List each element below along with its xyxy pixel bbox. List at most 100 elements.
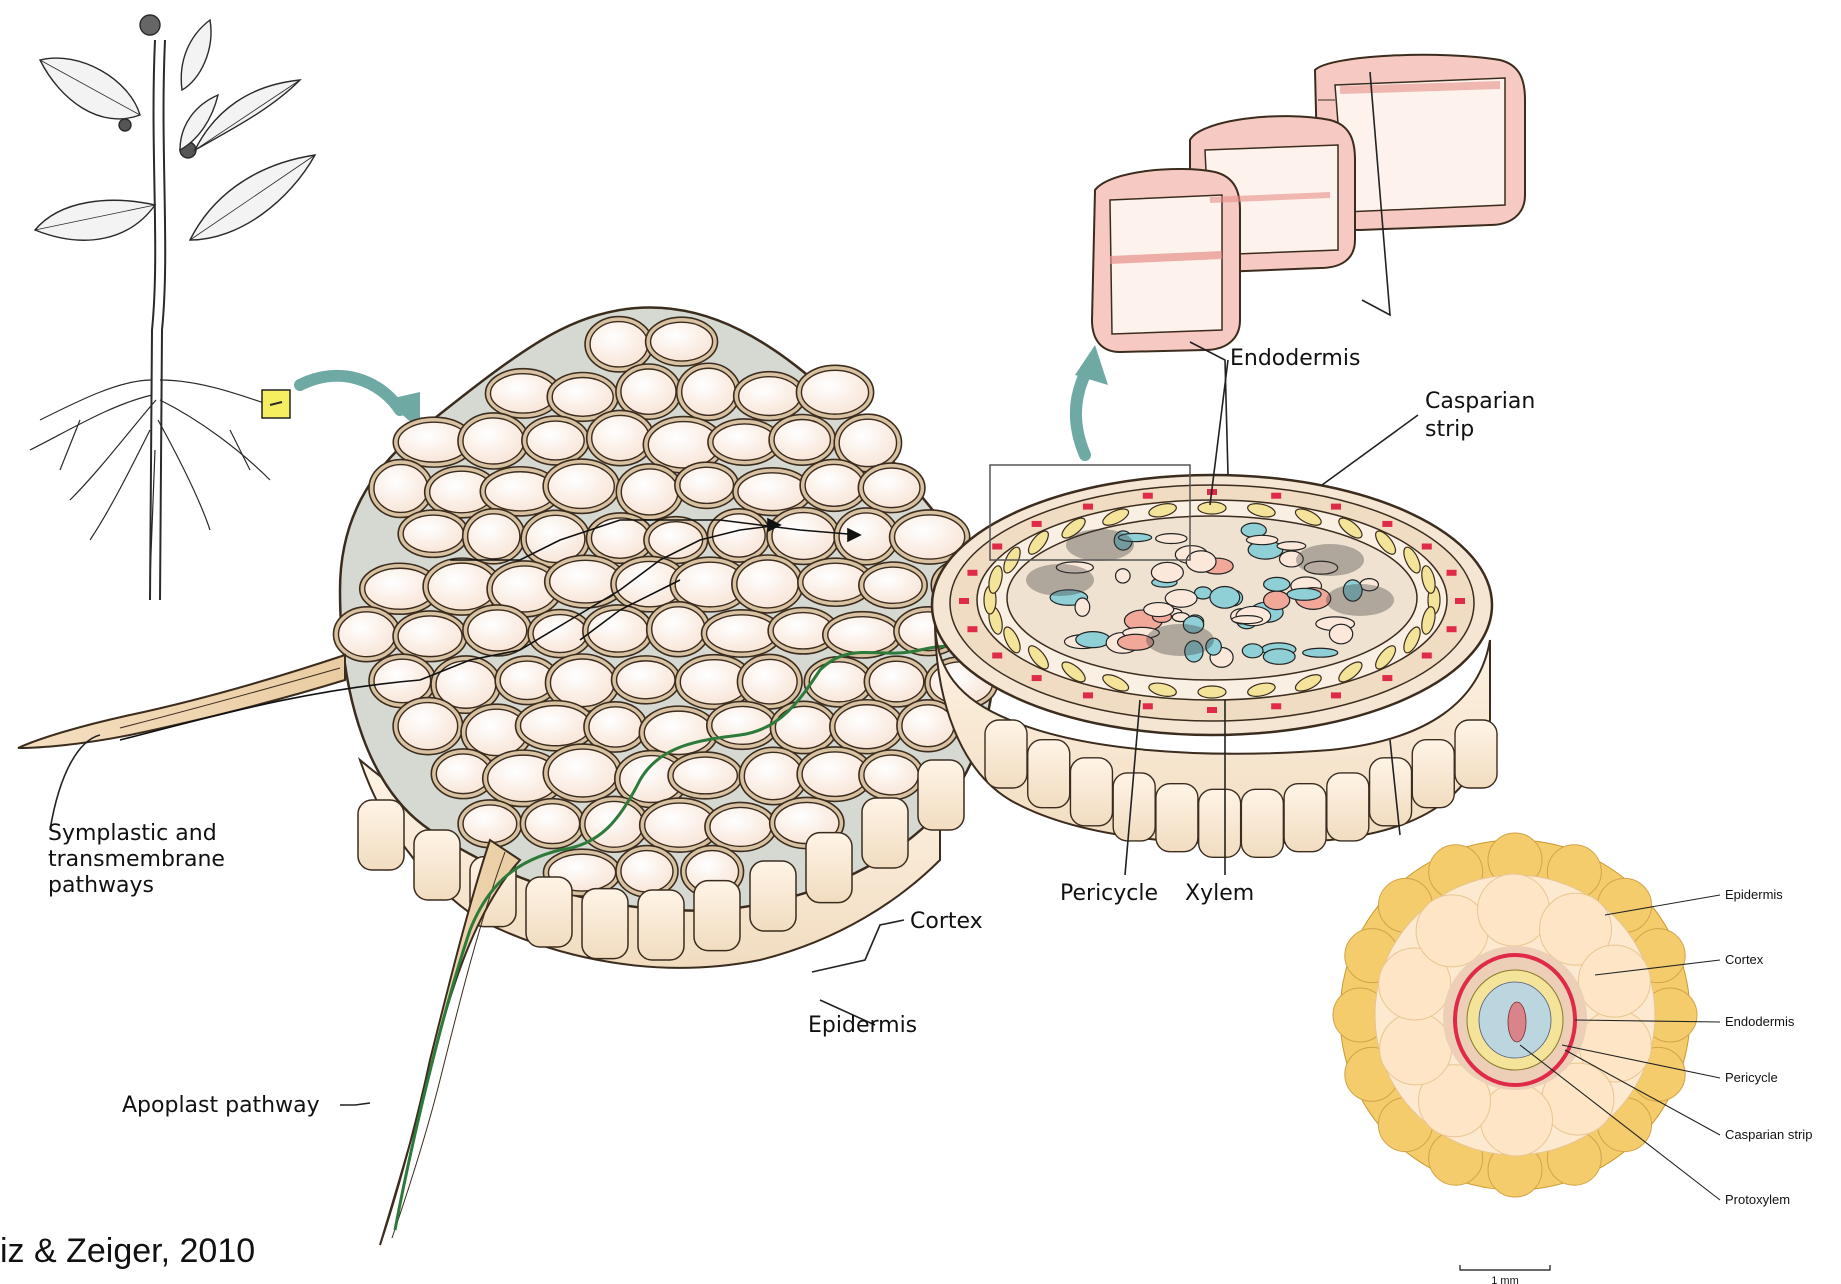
cortex-cell [839, 419, 896, 466]
inset-label-casparian-strip: Casparian strip [1725, 1127, 1812, 1142]
scale-bar: 1 mm [1460, 1265, 1550, 1284]
cortex-cell [680, 467, 734, 503]
cortex-cell [339, 612, 396, 657]
stele-cell [1242, 644, 1263, 658]
disc-epidermis-cell [1412, 740, 1454, 808]
stele-cell [1287, 588, 1321, 600]
cortex-cell [617, 661, 675, 699]
cortex-cell [590, 322, 648, 367]
cortex-cell [398, 703, 458, 750]
cortex-cell [864, 567, 922, 603]
cortex-cell [548, 464, 614, 508]
label-xylem: Xylem [1185, 881, 1254, 906]
cortex-cell [835, 705, 899, 749]
cortex-cell [744, 752, 802, 799]
cortex-cell [707, 615, 777, 652]
casparian-mark [1331, 692, 1341, 698]
cortex-cell [739, 377, 800, 416]
cortex-cell [774, 419, 830, 460]
casparian-mark [1447, 570, 1457, 576]
epidermis-cell [358, 800, 404, 870]
vascular-cluster [1326, 584, 1394, 616]
disc-epidermis-cell [1284, 784, 1326, 852]
label-apoplast-pathway: Apoplast pathway [122, 1093, 320, 1118]
zoom-arrow-left [300, 376, 420, 430]
cortex-cell [864, 755, 918, 795]
label-pericycle: Pericycle [1060, 881, 1158, 906]
inset-label-endodermis: Endodermis [1725, 1014, 1795, 1029]
disc-epidermis-cell [1370, 758, 1412, 826]
casparian-mark [1422, 544, 1432, 550]
casparian-mark [1382, 521, 1392, 527]
inset-label-protoxylem: Protoxylem [1725, 1192, 1790, 1207]
disc-epidermis-cell [1028, 740, 1070, 808]
epidermis-cell [526, 877, 572, 947]
casparian-mark [1083, 504, 1093, 510]
disc-epidermis-cell [1070, 758, 1112, 826]
cortex-cell [802, 752, 868, 796]
casparian-mark [1143, 493, 1153, 499]
cortex-cell [869, 661, 923, 702]
stele-cell [1156, 534, 1187, 544]
cortex-cell [552, 377, 613, 416]
cortex-cell [463, 418, 524, 464]
cortex-cell [621, 469, 678, 515]
cortex-cell [398, 616, 462, 657]
cortex-cell [645, 803, 715, 847]
endodermis-cell [1198, 502, 1226, 514]
stele-cell [1116, 569, 1131, 583]
cortex-cell [902, 705, 954, 747]
stele-cell [1151, 562, 1183, 582]
cortex-cell [809, 662, 868, 702]
casparian-mark [1032, 675, 1042, 681]
leaf-lower-right [190, 155, 315, 240]
stele-cell [1144, 603, 1174, 617]
vascular-cluster [1146, 624, 1214, 656]
casparian-mark [1083, 692, 1093, 698]
stele-cell [1210, 587, 1240, 609]
zoom-arrow-up [1075, 345, 1108, 455]
cortex-cell [591, 518, 648, 558]
label-endodermis-top: Endodermis [1230, 346, 1360, 371]
disc-epidermis-cell [1241, 789, 1283, 857]
casparian-mark [1143, 703, 1153, 709]
cortex-cell [592, 415, 649, 460]
casparian-mark [1382, 675, 1392, 681]
cortex-cell [468, 610, 527, 651]
inset-cortex-cell [1480, 1084, 1552, 1156]
cortex-cell [621, 369, 676, 414]
cortex-cell [742, 659, 797, 704]
cortex-cell [403, 515, 463, 552]
plant-illustration [30, 15, 315, 600]
cortex-cell [521, 706, 591, 746]
cortex-cell [682, 368, 736, 415]
cortex-cell [805, 464, 863, 506]
stele-cell [1232, 616, 1263, 624]
citation-credit: iz & Zeiger, 2010 [0, 1232, 255, 1270]
epidermis-cell [638, 890, 684, 960]
casparian-mark [1331, 504, 1341, 510]
disc-epidermis-cell [985, 720, 1027, 788]
label-symplastic-line3: pathways [48, 873, 154, 898]
disc-epidermis-cell [1327, 773, 1369, 841]
cortex-cell [468, 514, 520, 559]
label-epidermis: Epidermis [808, 1013, 917, 1038]
inset-cortex-cell [1478, 874, 1550, 946]
casparian-mark [967, 626, 977, 632]
cortex-cell [589, 707, 642, 747]
cortex-cell [895, 515, 965, 559]
stele-cell [1264, 577, 1290, 591]
cortex-cell [775, 706, 832, 748]
cortex-cell [436, 754, 490, 794]
disc-epidermis-cell [1455, 720, 1497, 788]
cortex-cell [772, 513, 835, 560]
epidermis-cell [694, 881, 740, 951]
epidermis-cell [806, 833, 852, 903]
casparian-mark [1422, 653, 1432, 659]
label-symplastic-line1: Symplastic and [48, 821, 217, 846]
inset-label-pericycle: Pericycle [1725, 1070, 1778, 1085]
disc-epidermis-cell [1113, 773, 1155, 841]
casparian-mark [1271, 703, 1281, 709]
casparian-mark [1447, 626, 1457, 632]
epidermis-cell [582, 889, 628, 959]
